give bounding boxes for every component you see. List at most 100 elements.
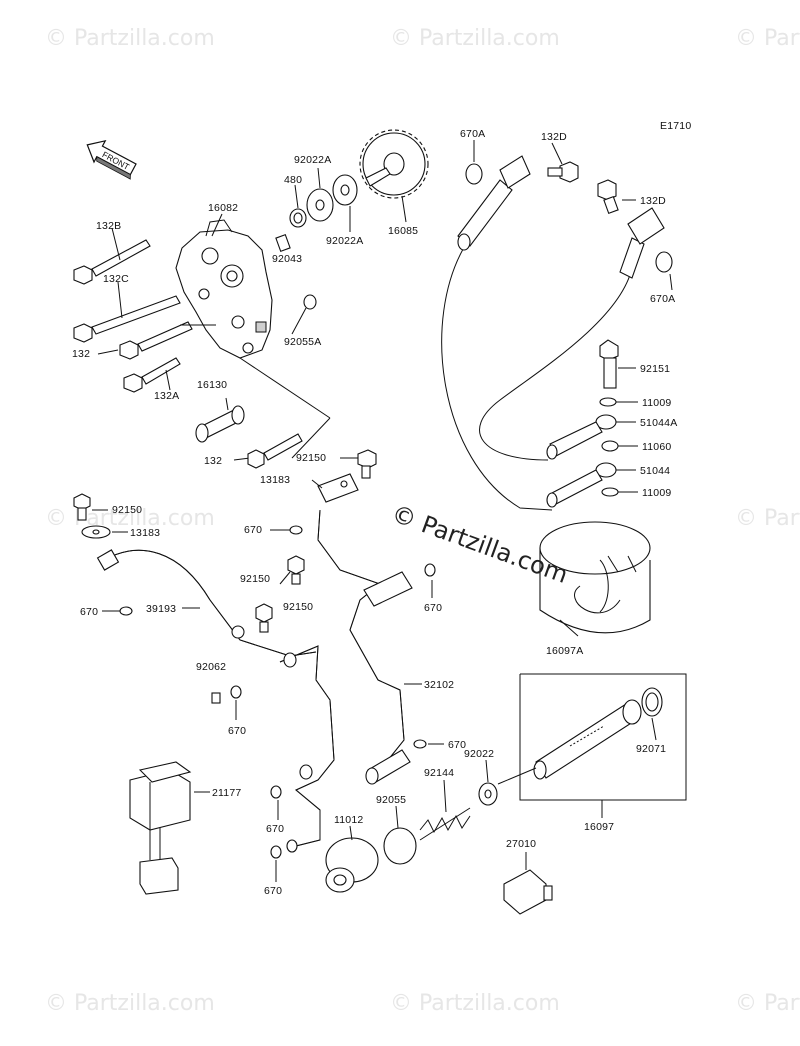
- part-label: 92144: [424, 767, 454, 779]
- washer-92022a: [306, 174, 358, 222]
- collar-480: [289, 208, 307, 228]
- part-label: 670: [448, 739, 466, 751]
- washer-92022: [478, 782, 498, 806]
- oring-670a: [465, 163, 483, 185]
- oring-670: [413, 739, 427, 749]
- part-label: 92151: [640, 363, 670, 375]
- cap-11012: [325, 837, 379, 893]
- part-label: 670A: [650, 293, 675, 305]
- part-label: 51044: [640, 465, 670, 477]
- part-label: 16097A: [546, 645, 583, 657]
- banjo-bolt-92151: [599, 339, 619, 389]
- part-label: 92150: [283, 601, 313, 613]
- oring-92071: [641, 687, 663, 717]
- part-label: 92055A: [284, 336, 321, 348]
- banjo-51044: [546, 462, 617, 508]
- part-label: 16097: [584, 821, 614, 833]
- leader-lines: [97, 184, 331, 461]
- oring-670: [289, 525, 303, 535]
- part-label: 670: [264, 885, 282, 897]
- sensor-27010: [503, 869, 553, 915]
- washer-11009: [601, 487, 619, 497]
- pin-92043: [275, 234, 291, 252]
- part-label: 480: [284, 174, 302, 186]
- part-label: 13183: [260, 474, 290, 486]
- bolt-92150-mid-upper: [287, 555, 305, 585]
- part-label: 670: [266, 823, 284, 835]
- plug-92062: [211, 692, 221, 704]
- part-label: 16085: [388, 225, 418, 237]
- part-label: 670: [424, 602, 442, 614]
- gear-16085: [359, 129, 429, 199]
- part-labels: 132B 132C 132 132A 16082 480 92022A 9202…: [72, 128, 677, 897]
- oring-670: [270, 845, 282, 859]
- part-label: 132: [72, 348, 90, 360]
- watermark: © Partzilla.com: [735, 26, 800, 51]
- bolt-132c: [73, 295, 181, 343]
- part-label: 92062: [196, 661, 226, 673]
- part-label: 92043: [272, 253, 302, 265]
- part-label: 132D: [640, 195, 666, 207]
- bolt-92150-mid-lower: [255, 603, 273, 633]
- part-label: 13183: [130, 527, 160, 539]
- oring-670: [424, 563, 436, 577]
- diagram-code: E1710: [660, 120, 691, 132]
- part-label: 32102: [424, 679, 454, 691]
- part-label: 670: [228, 725, 246, 737]
- part-label: 92022A: [294, 154, 331, 166]
- bolt-132a: [123, 357, 181, 393]
- part-label: 92071: [636, 743, 666, 755]
- part-label: 21177: [212, 787, 241, 799]
- part-label: 670: [80, 606, 98, 618]
- watermark: © Partzilla.com: [735, 506, 800, 531]
- strainer-box-16097: [497, 673, 687, 801]
- part-label: 11009: [642, 397, 671, 409]
- clamp-13183-left: [81, 525, 111, 539]
- part-label: 132C: [103, 273, 129, 285]
- watermark: © Partzilla.com: [735, 991, 800, 1016]
- bolt-92150-center: [357, 449, 377, 479]
- part-label: 132B: [96, 220, 121, 232]
- part-label: 132: [204, 455, 222, 467]
- banjo-51044a: [546, 414, 617, 460]
- watermark: © Partzilla.com: [390, 26, 560, 51]
- pipe-39193: [96, 549, 317, 657]
- oring-670: [270, 785, 282, 799]
- watermark: © Partzilla.com: [390, 991, 560, 1016]
- sleeve-16130: [195, 405, 245, 443]
- spring-92144: [419, 807, 471, 841]
- part-label: 92150: [112, 504, 142, 516]
- bolt-132-lower: [247, 433, 303, 469]
- part-label: 11060: [642, 441, 671, 453]
- oring-670: [119, 606, 133, 616]
- front-arrow-icon: FRONT: [86, 139, 137, 180]
- part-label: 92150: [296, 452, 326, 464]
- oring-670a: [655, 251, 673, 273]
- oring-92055: [383, 827, 417, 865]
- part-label: 132A: [154, 390, 179, 402]
- clamp-13183-center: [317, 473, 359, 503]
- oil-filter-16097a: [539, 521, 651, 634]
- part-label: 39193: [146, 603, 176, 615]
- oring-670: [230, 685, 242, 699]
- switch-21177: [129, 761, 192, 895]
- oil-hose-right: [441, 155, 665, 511]
- bolt-132d-right: [597, 179, 619, 214]
- part-label: 132D: [541, 131, 567, 143]
- part-label: 11012: [334, 814, 363, 826]
- part-label: 16130: [197, 379, 227, 391]
- watermark: © Partzilla.com: [45, 506, 215, 531]
- oil-pump-body: [175, 219, 273, 359]
- part-label: 670: [244, 524, 262, 536]
- part-label: 27010: [506, 838, 536, 850]
- bolt-132b: [73, 239, 151, 285]
- part-label: 92055: [376, 794, 406, 806]
- washer-11009: [599, 397, 617, 407]
- washer-11060: [601, 440, 619, 452]
- watermark-layer: © Partzilla.com © Partzilla.com © Partzi…: [45, 26, 800, 1016]
- oring-92055a: [303, 294, 317, 310]
- part-label: 92022A: [326, 235, 363, 247]
- bolt-132d-upper: [547, 161, 579, 183]
